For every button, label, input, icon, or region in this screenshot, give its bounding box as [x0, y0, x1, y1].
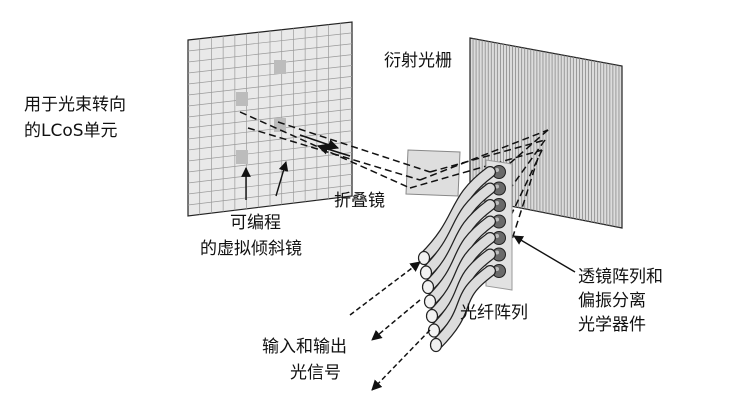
label-fiber-array: 光纤阵列 — [460, 303, 528, 323]
io-arrows — [349, 261, 431, 391]
folding-mirror — [405, 149, 461, 197]
label-folding-mirror: 折叠镜 — [334, 191, 385, 211]
fiber-array — [417, 166, 496, 353]
label-lens-2: 偏振分离 — [578, 291, 646, 311]
label-lens-1: 透镜阵列和 — [578, 267, 663, 287]
lcos-panel — [187, 21, 353, 217]
label-lens-3: 光学器件 — [578, 315, 646, 335]
label-lcos-1: 用于光束转向 — [24, 95, 126, 115]
label-io-1: 输入和输出 — [262, 337, 347, 357]
label-virtual-mirror-2: 的虚拟倾斜镜 — [200, 239, 302, 259]
label-io-2: 光信号 — [290, 363, 341, 383]
label-lcos-2: 的LCoS单元 — [24, 121, 118, 141]
label-grating: 衍射光栅 — [384, 51, 452, 71]
label-virtual-mirror-1: 可编程 — [230, 213, 281, 233]
